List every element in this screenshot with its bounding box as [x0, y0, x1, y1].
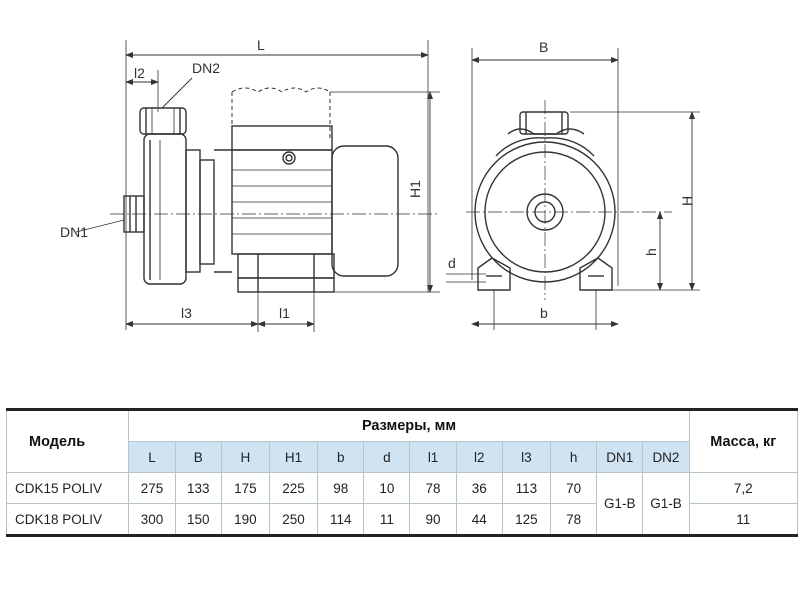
label-l3: l3	[181, 305, 192, 321]
value-cell: 70	[549, 472, 598, 504]
spec-table: Модель Размеры, мм Масса, кг L B H H1 b …	[5, 408, 799, 537]
value-cell: 125	[501, 503, 552, 536]
value-cell: 275	[128, 472, 176, 504]
value-cell: 36	[455, 472, 503, 504]
col-header: H1	[268, 441, 319, 473]
dn2-cell: G1-B	[642, 472, 690, 536]
value-cell: 78	[409, 472, 457, 504]
mass-cell: 7,2	[688, 472, 799, 504]
value-cell: 175	[220, 472, 270, 504]
value-cell: 98	[317, 472, 365, 504]
col-header: l3	[501, 441, 552, 473]
label-H1: H1	[407, 180, 423, 198]
value-cell: 114	[317, 503, 365, 536]
value-cell: 78	[549, 503, 598, 536]
value-cell: 190	[220, 503, 270, 536]
col-header: d	[363, 441, 411, 473]
col-header: H	[220, 441, 270, 473]
col-header: B	[174, 441, 222, 473]
label-H: H	[679, 196, 695, 206]
label-L: L	[257, 37, 265, 53]
model-cell: CDK18 POLIV	[5, 503, 130, 536]
col-header: l2	[455, 441, 503, 473]
label-d: d	[448, 255, 456, 271]
value-cell: 300	[128, 503, 176, 536]
value-cell: 11	[363, 503, 411, 536]
front-view	[446, 48, 700, 330]
label-DN2: DN2	[192, 60, 220, 76]
col-header: l1	[409, 441, 457, 473]
dn1-cell: G1-B	[596, 472, 644, 536]
model-cell: CDK15 POLIV	[5, 472, 130, 504]
col-header: DN2	[642, 441, 690, 473]
col-header: DN1	[596, 441, 644, 473]
value-cell: 90	[409, 503, 457, 536]
value-cell: 225	[268, 472, 319, 504]
table-row: CDK18 POLIV 300 150 190 250 114 11 90 44…	[5, 503, 799, 536]
col-header: b	[317, 441, 365, 473]
side-view	[75, 40, 440, 332]
technical-drawing: L l2 DN2 DN1 H1 l3 l1	[60, 37, 700, 332]
mass-cell: 11	[688, 503, 799, 536]
label-h: h	[643, 248, 659, 256]
col-header: L	[128, 441, 176, 473]
label-l1: l1	[279, 305, 290, 321]
label-b: b	[540, 305, 548, 321]
label-DN1: DN1	[60, 224, 88, 240]
model-header: Модель	[5, 409, 130, 473]
value-cell: 44	[455, 503, 503, 536]
table-row: CDK15 POLIV 275 133 175 225 98 10 78 36 …	[5, 472, 799, 536]
value-cell: 10	[363, 472, 411, 504]
label-B: B	[539, 39, 548, 55]
mass-header: Масса, кг	[688, 409, 799, 473]
value-cell: 113	[501, 472, 552, 504]
col-header: h	[549, 441, 598, 473]
value-cell: 133	[174, 472, 222, 504]
dims-header: Размеры, мм	[128, 409, 690, 442]
value-cell: 150	[174, 503, 222, 536]
value-cell: 250	[268, 503, 319, 536]
label-l2: l2	[134, 65, 145, 81]
